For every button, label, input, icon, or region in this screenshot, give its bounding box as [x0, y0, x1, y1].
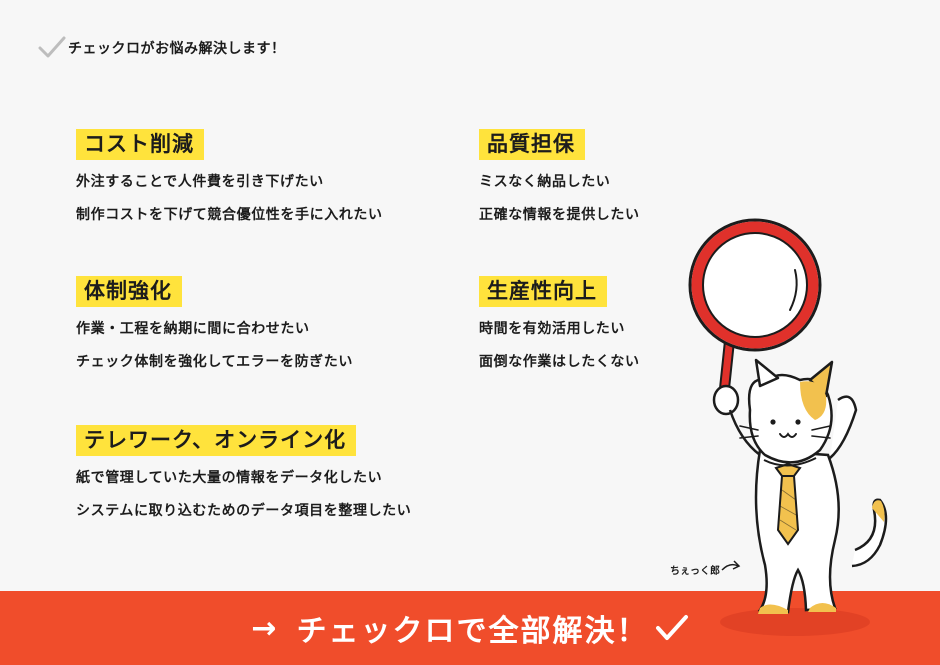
- list-item: 時間を有効活用したい: [479, 321, 625, 337]
- section-title: テレワーク、オンライン化: [76, 425, 357, 456]
- section-cost-reduction: コスト削減 外注することで人件費を引き下げたい 制作コストを下げて競合優位性を手…: [76, 129, 383, 240]
- list-item: チェック体制を強化してエラーを防ぎたい: [76, 354, 353, 370]
- mascot-caption: ちぇっく郎: [670, 566, 720, 577]
- section-quality-assurance: 品質担保 ミスなく納品したい 正確な情報を提供したい: [479, 129, 640, 240]
- mascot-cat-illustration: [688, 218, 888, 636]
- list-item: 作業・工程を納期に間に合わせたい: [76, 321, 310, 337]
- footer-text: → チェックロで全部解決！: [251, 606, 688, 650]
- section-productivity: 生産性向上 時間を有効活用したい 面倒な作業はしたくない: [479, 276, 640, 387]
- header-title: チェックロがお悩み解決します！: [68, 41, 286, 57]
- list-item: ミスなく納品したい: [479, 174, 611, 190]
- arrow-right-icon: →: [251, 610, 279, 646]
- list-item: 制作コストを下げて競合優位性を手に入れたい: [76, 207, 383, 223]
- list-item: 外注することで人件費を引き下げたい: [76, 174, 324, 190]
- list-item: システムに取り込むためのデータ項目を整理したい: [76, 503, 412, 519]
- header: チェックロがお悩み解決します！: [38, 36, 286, 60]
- section-system-strengthening: 体制強化 作業・工程を納期に間に合わせたい チェック体制を強化してエラーを防ぎた…: [76, 276, 353, 387]
- check-icon: [38, 36, 66, 58]
- list-item: 紙で管理していた大量の情報をデータ化したい: [76, 470, 383, 486]
- section-title: コスト削減: [76, 129, 204, 160]
- section-title: 体制強化: [76, 276, 182, 307]
- section-title: 品質担保: [479, 129, 585, 160]
- section-title: 生産性向上: [479, 276, 607, 307]
- list-item: 面倒な作業はしたくない: [479, 354, 640, 370]
- section-telework: テレワーク、オンライン化 紙で管理していた大量の情報をデータ化したい システムに…: [76, 425, 411, 536]
- footer-message: チェックロで全部解決！: [296, 614, 649, 649]
- check-icon: [655, 615, 688, 640]
- list-item: 正確な情報を提供したい: [479, 207, 640, 223]
